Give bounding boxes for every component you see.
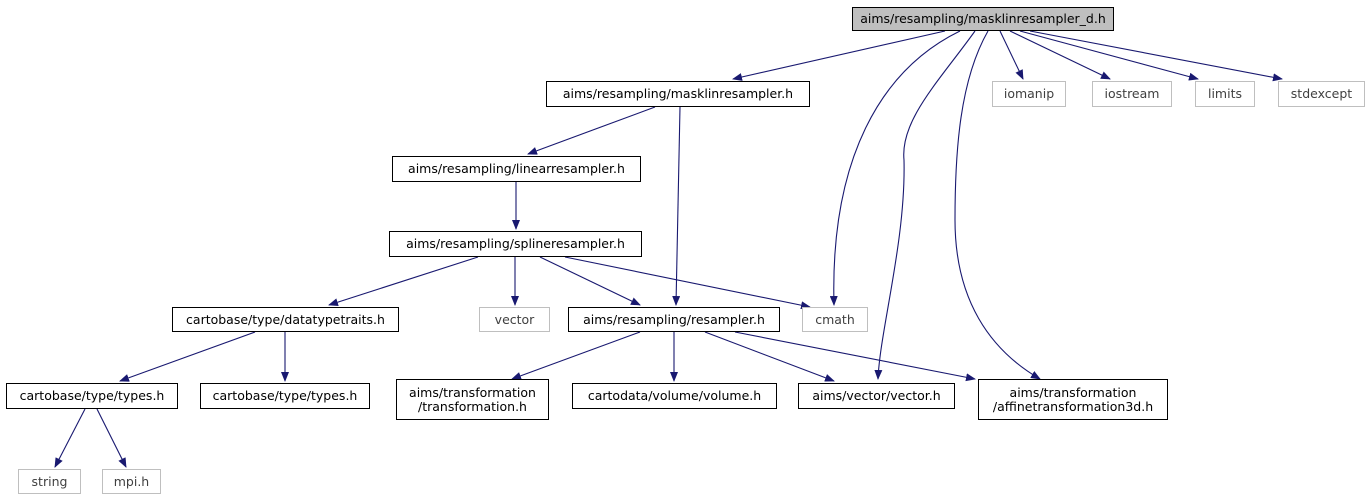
node-types-h-b[interactable]: cartobase/type/types.h xyxy=(200,383,370,409)
edge-masklinresampler-to-linearresampler xyxy=(527,106,656,155)
edge-root-to-iomanip xyxy=(999,30,1024,80)
edge-types-a-to-mpi xyxy=(96,408,127,468)
edge-root-to-iostream xyxy=(1009,30,1111,80)
edge-resampler-to-vector-h xyxy=(704,331,835,382)
edge-root-to-vector-h xyxy=(874,30,976,380)
node-limits: limits xyxy=(1195,81,1255,107)
node-vector: vector xyxy=(479,307,550,332)
node-volume-h[interactable]: cartodata/volume/volume.h xyxy=(572,383,777,409)
node-iomanip: iomanip xyxy=(992,81,1066,107)
node-masklinresampler-h[interactable]: aims/resampling/masklinresampler.h xyxy=(546,81,810,107)
node-vector-h[interactable]: aims/vector/vector.h xyxy=(798,383,955,409)
edge-types-a-to-string xyxy=(54,408,86,468)
node-stdexcept: stdexcept xyxy=(1278,81,1365,107)
node-masklinresampler-d-h: aims/resampling/masklinresampler_d.h xyxy=(852,7,1114,31)
edge-root-to-limits xyxy=(1019,30,1199,81)
edge-resampler-to-transformation xyxy=(511,331,641,380)
edge-root-to-affinetransformation3d xyxy=(954,30,1041,380)
edge-resampler-to-affinetransformation3d xyxy=(734,331,976,382)
edge-splineresampler-to-cmath xyxy=(564,256,811,310)
node-resampler-h[interactable]: aims/resampling/resampler.h xyxy=(568,307,780,332)
edge-splineresampler-to-datatypetraits xyxy=(328,256,479,307)
node-mpi-h: mpi.h xyxy=(102,469,161,494)
edge-root-to-masklinresampler xyxy=(732,30,946,81)
node-affinetransformation3d-h[interactable]: aims/transformation /affinetransformatio… xyxy=(978,379,1168,420)
edge-masklinresampler-to-resampler xyxy=(672,106,681,306)
edge-root-to-cmath xyxy=(829,30,961,306)
node-linearresampler-h[interactable]: aims/resampling/linearresampler.h xyxy=(392,156,641,182)
node-string: string xyxy=(18,469,81,494)
node-transformation-h[interactable]: aims/transformation /transformation.h xyxy=(396,379,549,420)
node-cmath: cmath xyxy=(802,307,868,332)
node-datatypetraits-h[interactable]: cartobase/type/datatypetraits.h xyxy=(172,307,399,332)
node-iostream: iostream xyxy=(1092,81,1172,107)
edge-datatypetraits-to-types-a xyxy=(119,331,256,382)
edge-splineresampler-to-resampler xyxy=(539,256,641,306)
node-splineresampler-h[interactable]: aims/resampling/splineresampler.h xyxy=(389,231,642,257)
edge-root-to-stdexcept xyxy=(1029,30,1283,82)
node-types-h-a[interactable]: cartobase/type/types.h xyxy=(6,383,178,409)
